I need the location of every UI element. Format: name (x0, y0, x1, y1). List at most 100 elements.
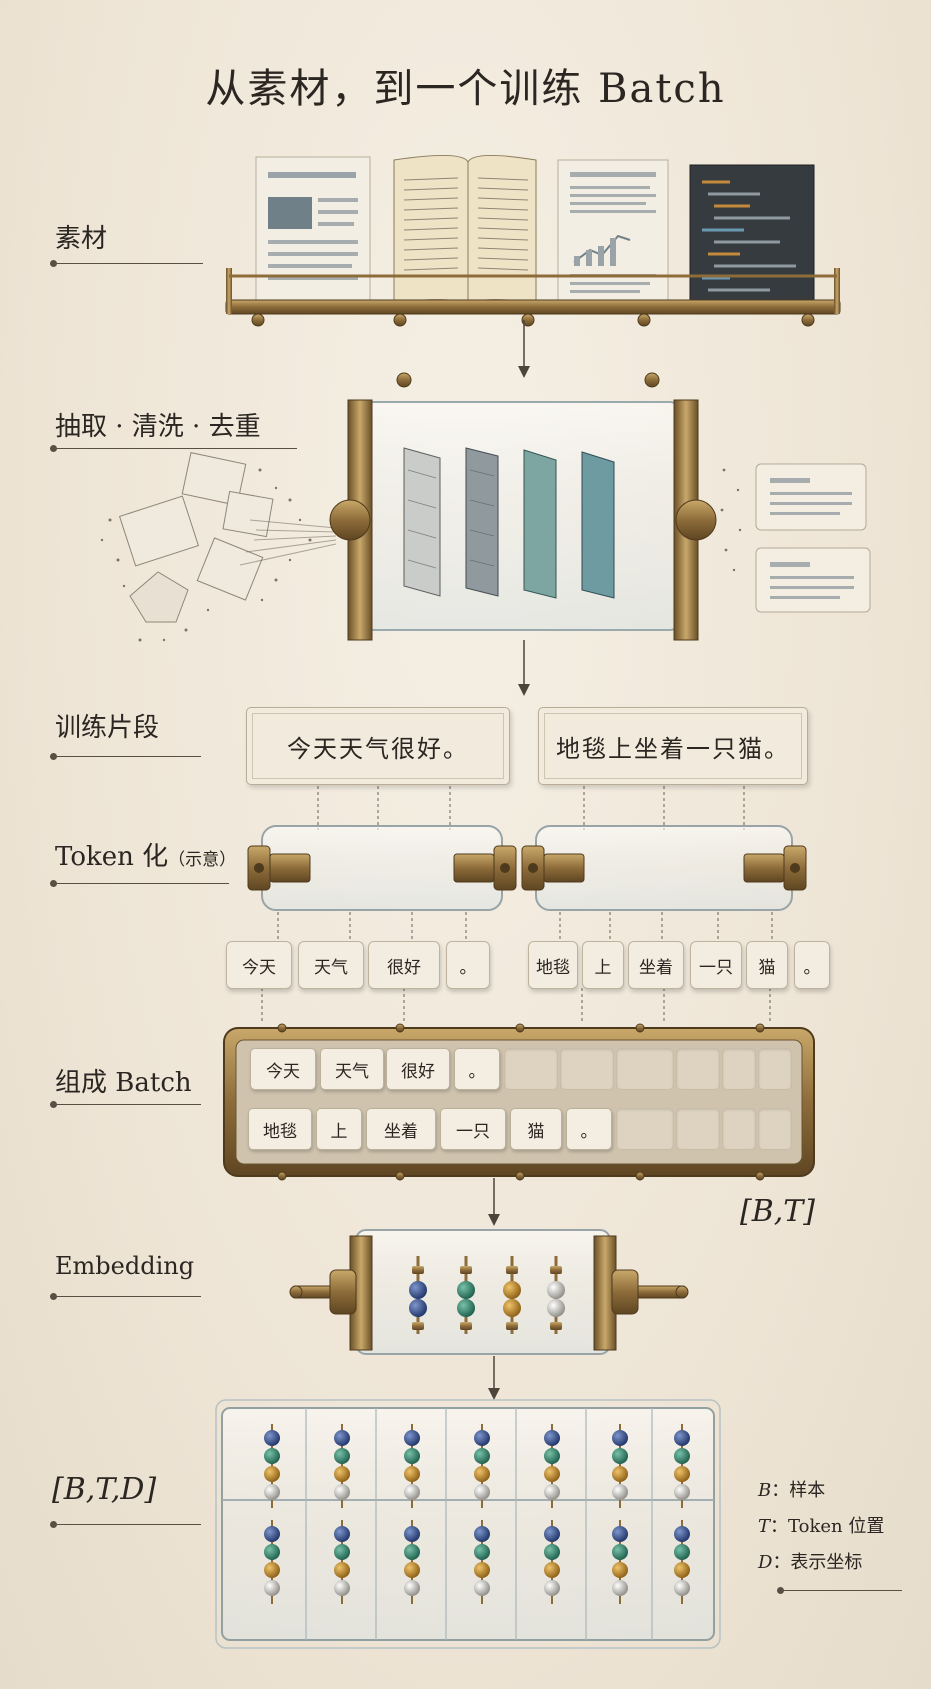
embedding-bead (404, 1544, 420, 1560)
token-chip: 。 (446, 941, 490, 989)
batch-token: 坐着 (366, 1108, 436, 1150)
bookshelf-icon (225, 154, 841, 327)
embedding-bead (674, 1466, 690, 1482)
embedding-bead (544, 1448, 560, 1464)
embedding-bead (474, 1526, 490, 1542)
embedding-bead (544, 1544, 560, 1560)
embedding-bead (612, 1466, 628, 1482)
segment-card: 地毯上坐着一只猫。 (538, 707, 808, 785)
padding-slot (504, 1048, 558, 1090)
embedding-bead (674, 1580, 690, 1596)
token-chip: 天气 (298, 941, 364, 989)
token-chip: 地毯 (528, 941, 578, 989)
book-icon (393, 154, 537, 307)
legend-text: ：表示坐标 (772, 1552, 863, 1573)
embedding-bead (674, 1484, 690, 1500)
embedding-bead (334, 1448, 350, 1464)
legend-item: B：样本 (758, 1476, 825, 1502)
batch-token: 猫 (510, 1108, 562, 1150)
padding-slot (722, 1108, 756, 1150)
embedding-bead (334, 1544, 350, 1560)
embedding-bead (612, 1484, 628, 1500)
legend-symbol: D (758, 1552, 773, 1573)
embedding-bead (264, 1526, 280, 1542)
embedding-bead (264, 1466, 280, 1482)
padding-slot (676, 1048, 720, 1090)
segment-card: 今天天气很好。 (246, 707, 510, 785)
batch-token: 天气 (320, 1048, 384, 1090)
batch-token: 上 (316, 1108, 362, 1150)
stage-rule (50, 753, 201, 760)
tokenize-text: Token 化 (55, 842, 169, 872)
embedding-bead (474, 1562, 490, 1578)
embedding-bead (334, 1484, 350, 1500)
legend-text: ：Token 位置 (770, 1516, 885, 1537)
stage-rule (50, 260, 203, 267)
embedding-bead (544, 1580, 560, 1596)
embedding-bead (474, 1484, 490, 1500)
tokenizer-roller-icon (247, 822, 807, 914)
filter-machine-icon (100, 372, 871, 643)
stage-label-batch: 组成 Batch (55, 1068, 192, 1098)
legend-item: D：表示坐标 (758, 1548, 862, 1574)
embedding-bead (474, 1580, 490, 1596)
stage-label-tokenize: Token 化（示意） (55, 836, 236, 873)
embedding-bead (612, 1526, 628, 1542)
embedding-bead (404, 1466, 420, 1482)
embedding-bead (474, 1544, 490, 1560)
embedding-bead (404, 1448, 420, 1464)
embedding-bead (612, 1448, 628, 1464)
embedding-bead (404, 1484, 420, 1500)
embedding-bead (404, 1526, 420, 1542)
batch-token: 很好 (386, 1048, 450, 1090)
legend-text: ：样本 (771, 1480, 826, 1501)
embedding-bead (474, 1466, 490, 1482)
token-chip: 今天 (226, 941, 292, 989)
padding-slot (758, 1048, 792, 1090)
embedding-bead (612, 1430, 628, 1446)
legend-symbol: T (758, 1516, 771, 1537)
stage-label-materials: 素材 (55, 224, 108, 254)
embedding-bead (264, 1430, 280, 1446)
padding-slot (616, 1108, 674, 1150)
token-chip: 上 (582, 941, 624, 989)
padding-slot (560, 1048, 614, 1090)
embedding-bead (334, 1466, 350, 1482)
embedding-bead (544, 1430, 560, 1446)
embedding-bead (544, 1466, 560, 1482)
embedding-bead (404, 1580, 420, 1596)
embedding-shape-label: [B,T,D] (52, 1472, 157, 1507)
page-title: 从素材，到一个训练 Batch (205, 66, 726, 112)
embedding-bead (334, 1580, 350, 1596)
batch-token: 。 (454, 1048, 500, 1090)
embedding-bead (404, 1430, 420, 1446)
embedding-bead (264, 1544, 280, 1560)
flow-arrow-2 (518, 640, 530, 696)
embedding-bead (674, 1448, 690, 1464)
padding-slot (676, 1108, 720, 1150)
embedding-bead (264, 1484, 280, 1500)
embedding-bead (334, 1562, 350, 1578)
raw-documents (100, 452, 337, 642)
tokenize-note: （示意） (168, 850, 237, 870)
token-chip: 坐着 (628, 941, 684, 989)
embedding-bead (612, 1562, 628, 1578)
embedding-bead (334, 1430, 350, 1446)
batch-shape-label: [B,T] (740, 1194, 815, 1229)
batch-token: 。 (566, 1108, 612, 1150)
stage-rule (50, 880, 229, 887)
embedding-bead (404, 1562, 420, 1578)
flow-arrow-1 (518, 320, 530, 378)
embedding-bead (264, 1580, 280, 1596)
batch-token: 今天 (250, 1048, 316, 1090)
legend-symbol: B (758, 1480, 772, 1501)
document-icon (255, 156, 371, 304)
padding-slot (616, 1048, 674, 1090)
code-screen-icon (689, 164, 815, 304)
token-chip: 一只 (690, 941, 742, 989)
padding-slot (722, 1048, 756, 1090)
embedding-bead (264, 1448, 280, 1464)
embedding-bead (674, 1430, 690, 1446)
